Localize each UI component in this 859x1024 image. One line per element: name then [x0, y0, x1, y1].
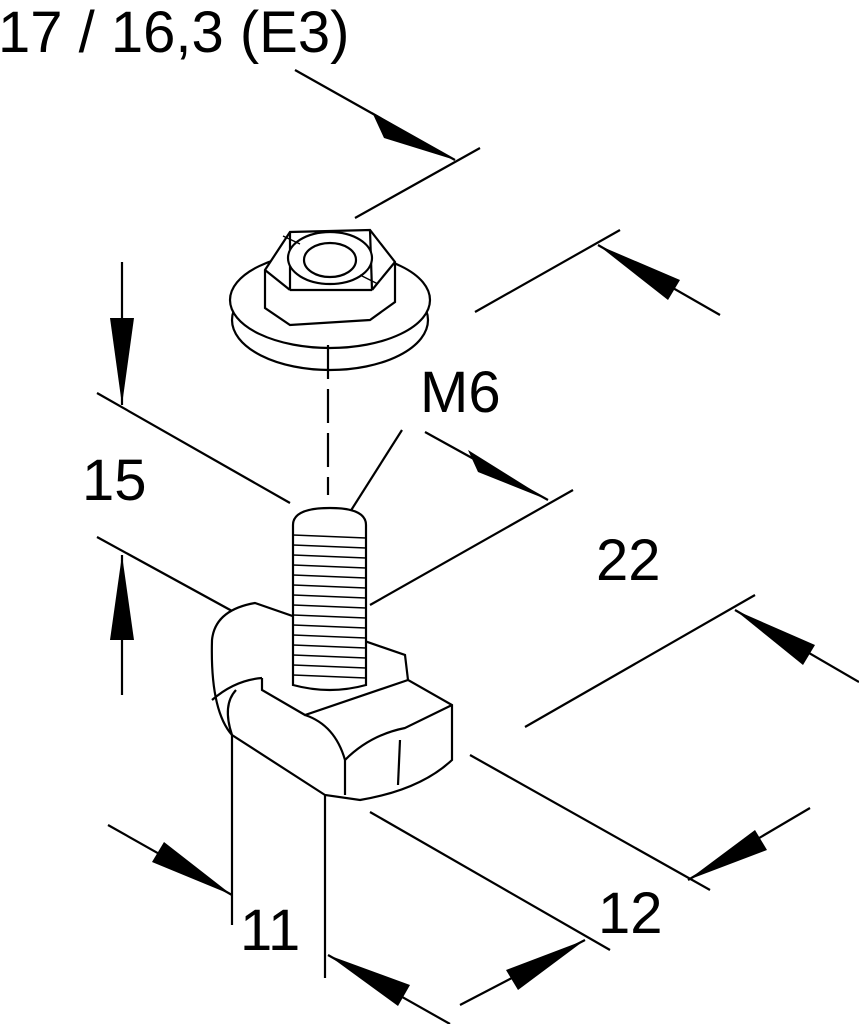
length-label: 22: [596, 528, 661, 593]
length-dimension-lines: [369, 431, 859, 728]
slot-width-label: 11: [240, 898, 300, 963]
width-dimension-lines: [369, 754, 811, 1006]
nut-dimension-label: 17 / 16,3 (E3): [0, 0, 349, 65]
width-label: 12: [598, 881, 663, 946]
slot-width-dimension-lines: [107, 735, 451, 1024]
t-slot-nut: [210, 601, 454, 802]
threaded-bolt: [291, 506, 368, 692]
thread-leader: [349, 429, 403, 513]
thread-label: M6: [420, 360, 501, 425]
flange-nut: [228, 228, 432, 372]
height-label: 15: [82, 448, 147, 513]
nut-dimension-lines: [294, 69, 721, 316]
